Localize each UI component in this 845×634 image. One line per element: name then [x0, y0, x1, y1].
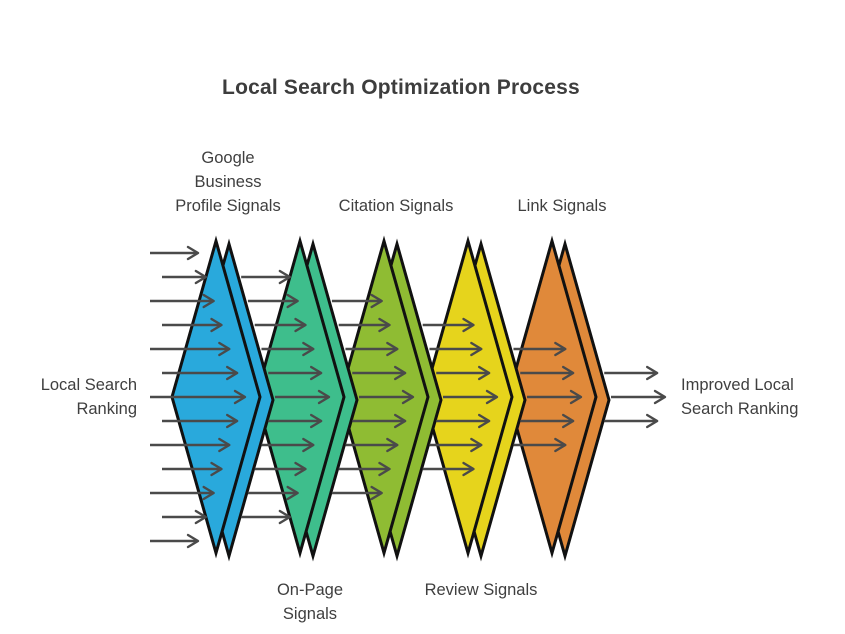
stage-label-line: Business: [194, 173, 262, 191]
flow-arrows: [150, 245, 667, 549]
input-label-line: Ranking: [76, 400, 137, 418]
stage-label-review-signals: Review Signals: [425, 578, 538, 602]
filter-diamonds: [170, 235, 611, 562]
stage-label-google-business-profile-signals: Google Business Profile Signals: [175, 146, 280, 218]
stage-label-line: Review Signals: [424, 581, 538, 599]
output-label-line: Improved Local: [681, 376, 794, 394]
output-label-improved-local-search-ranking: Improved Local Search Ranking: [681, 373, 798, 421]
input-label-line: Local Search: [40, 376, 137, 394]
stage-label-link-signals: Link Signals: [518, 194, 607, 218]
output-label-line: Search Ranking: [681, 400, 799, 418]
stage-label-line: On-Page: [276, 581, 344, 599]
stage-label-line: Link Signals: [517, 197, 607, 215]
page-title: Local Search Optimization Process: [222, 76, 580, 99]
stage-label-citation-signals: Citation Signals: [339, 194, 454, 218]
input-label-local-search-ranking: Local Search Ranking: [10, 373, 137, 421]
stage-label-line: Profile Signals: [175, 197, 281, 215]
stage-label-on-page-signals: On-Page Signals: [277, 578, 343, 626]
stage-label-line: Google: [201, 149, 255, 167]
stage-label-line: Signals: [282, 605, 338, 623]
stage-label-line: Citation Signals: [338, 197, 454, 215]
